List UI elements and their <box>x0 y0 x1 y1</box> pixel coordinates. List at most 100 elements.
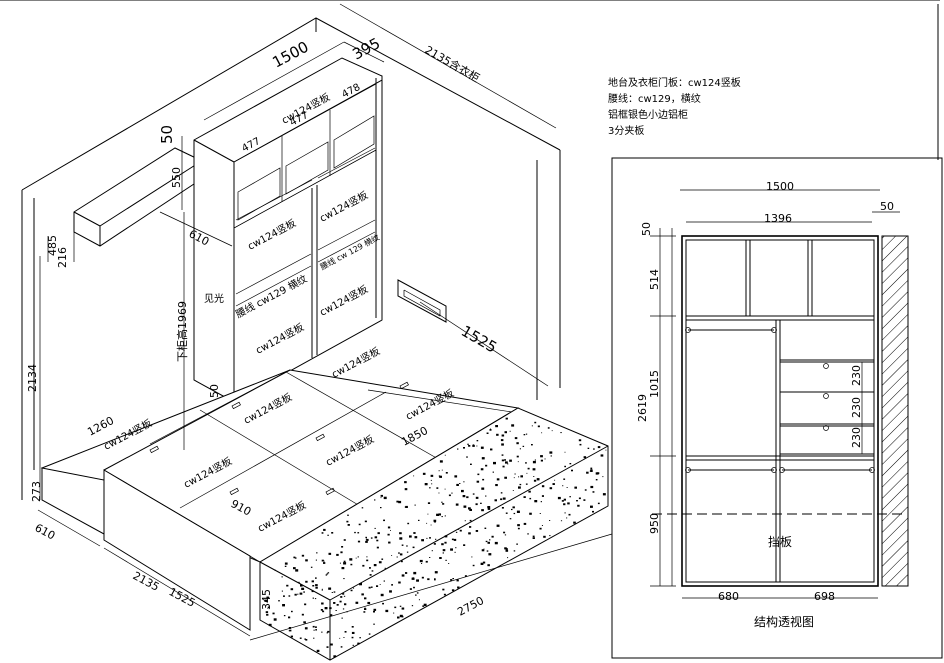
stone-speckle <box>321 588 323 590</box>
stone-speckle <box>358 523 361 526</box>
stone-speckle <box>343 562 347 565</box>
stone-speckle <box>490 448 493 451</box>
stone-speckle <box>355 557 357 559</box>
stone-speckle <box>451 492 453 494</box>
stone-speckle <box>439 460 443 463</box>
stone-speckle <box>327 572 330 574</box>
stone-speckle <box>315 626 317 628</box>
stone-speckle <box>456 579 459 582</box>
stone-speckle <box>411 605 414 607</box>
elev-dim-680: 680 <box>718 590 739 603</box>
elev-dim-230-a: 230 <box>850 365 863 386</box>
stone-speckle <box>310 566 313 568</box>
stone-speckle <box>487 541 490 544</box>
stone-speckle <box>444 515 446 517</box>
stone-speckle <box>430 524 432 526</box>
stone-speckle <box>303 591 305 593</box>
stone-speckle <box>328 587 332 590</box>
stone-speckle <box>353 587 355 589</box>
stone-speckle <box>264 599 268 602</box>
stone-speckle <box>520 475 523 478</box>
stone-speckle <box>387 533 390 536</box>
stone-speckle <box>431 483 433 485</box>
stone-speckle <box>461 489 464 493</box>
stone-speckle <box>438 475 441 477</box>
dim-550: 550 <box>170 167 183 188</box>
stone-speckle <box>282 604 285 607</box>
stone-speckle <box>328 552 332 555</box>
stone-speckle <box>519 483 522 486</box>
stone-speckle <box>412 546 415 549</box>
stone-speckle <box>457 586 460 589</box>
stone-speckle <box>374 527 376 529</box>
stone-speckle <box>351 626 354 628</box>
stone-speckle <box>321 602 324 605</box>
stone-speckle <box>454 551 456 553</box>
stone-speckle <box>413 572 416 574</box>
stone-speckle <box>326 632 328 634</box>
stone-speckle <box>463 544 466 546</box>
stone-speckle <box>504 431 507 434</box>
stone-speckle <box>441 501 443 503</box>
stone-speckle <box>512 490 514 491</box>
stone-speckle <box>442 552 444 554</box>
stone-speckle <box>369 574 372 576</box>
hatched-wall <box>881 235 909 587</box>
stone-speckle <box>266 613 269 616</box>
stone-speckle <box>312 597 314 599</box>
stone-speckle <box>343 560 346 563</box>
stone-speckle <box>503 531 506 534</box>
stone-speckle <box>469 519 472 522</box>
stone-speckle <box>578 497 581 500</box>
stone-speckle <box>457 448 459 450</box>
stone-speckle <box>500 492 503 494</box>
stone-speckle <box>566 487 568 488</box>
stone-speckle <box>459 483 461 484</box>
stone-speckle <box>562 485 564 487</box>
stone-speckle <box>327 534 329 536</box>
stone-speckle <box>383 580 385 582</box>
stone-speckle <box>481 509 484 512</box>
dim-1525-top: 1525 <box>458 322 500 357</box>
stone-speckle <box>312 585 315 587</box>
stone-speckle <box>371 570 374 572</box>
stone-speckle <box>354 531 356 534</box>
stone-speckle <box>526 472 528 474</box>
stone-speckle <box>380 494 383 497</box>
stone-speckle <box>537 425 540 428</box>
stone-speckle <box>557 496 561 500</box>
stone-speckle <box>425 560 428 563</box>
stone-speckle <box>349 558 353 561</box>
stone-speckle <box>502 497 506 500</box>
stone-speckle <box>489 539 491 541</box>
stone-speckle <box>534 459 536 461</box>
stone-speckle <box>355 601 359 604</box>
stone-speckle <box>383 496 387 500</box>
stone-speckle <box>445 472 448 474</box>
stone-speckle <box>429 537 431 539</box>
stone-speckle <box>329 614 333 617</box>
stone-speckle <box>406 551 409 553</box>
stone-speckle <box>357 532 360 534</box>
stone-speckle <box>344 631 347 633</box>
stone-speckle <box>373 608 377 611</box>
stone-speckle <box>430 474 434 477</box>
stone-speckle <box>454 475 458 478</box>
stone-speckle <box>442 549 446 552</box>
stone-speckle <box>512 506 515 509</box>
stone-speckle <box>492 471 494 473</box>
stone-speckle <box>333 602 336 604</box>
stone-speckle <box>564 465 566 468</box>
stone-speckle <box>341 567 345 570</box>
stone-speckle <box>509 459 512 462</box>
stone-speckle <box>376 585 379 587</box>
stone-speckle <box>382 602 384 605</box>
stone-speckle <box>482 478 485 481</box>
stone-speckle <box>373 564 377 567</box>
stone-speckle <box>404 481 407 484</box>
stone-speckle <box>401 544 404 546</box>
note-line-4: 3分夹板 <box>608 124 644 137</box>
stone-speckle <box>414 504 416 506</box>
stone-speckle <box>365 538 367 540</box>
elev-dim-1015: 1015 <box>648 370 661 398</box>
